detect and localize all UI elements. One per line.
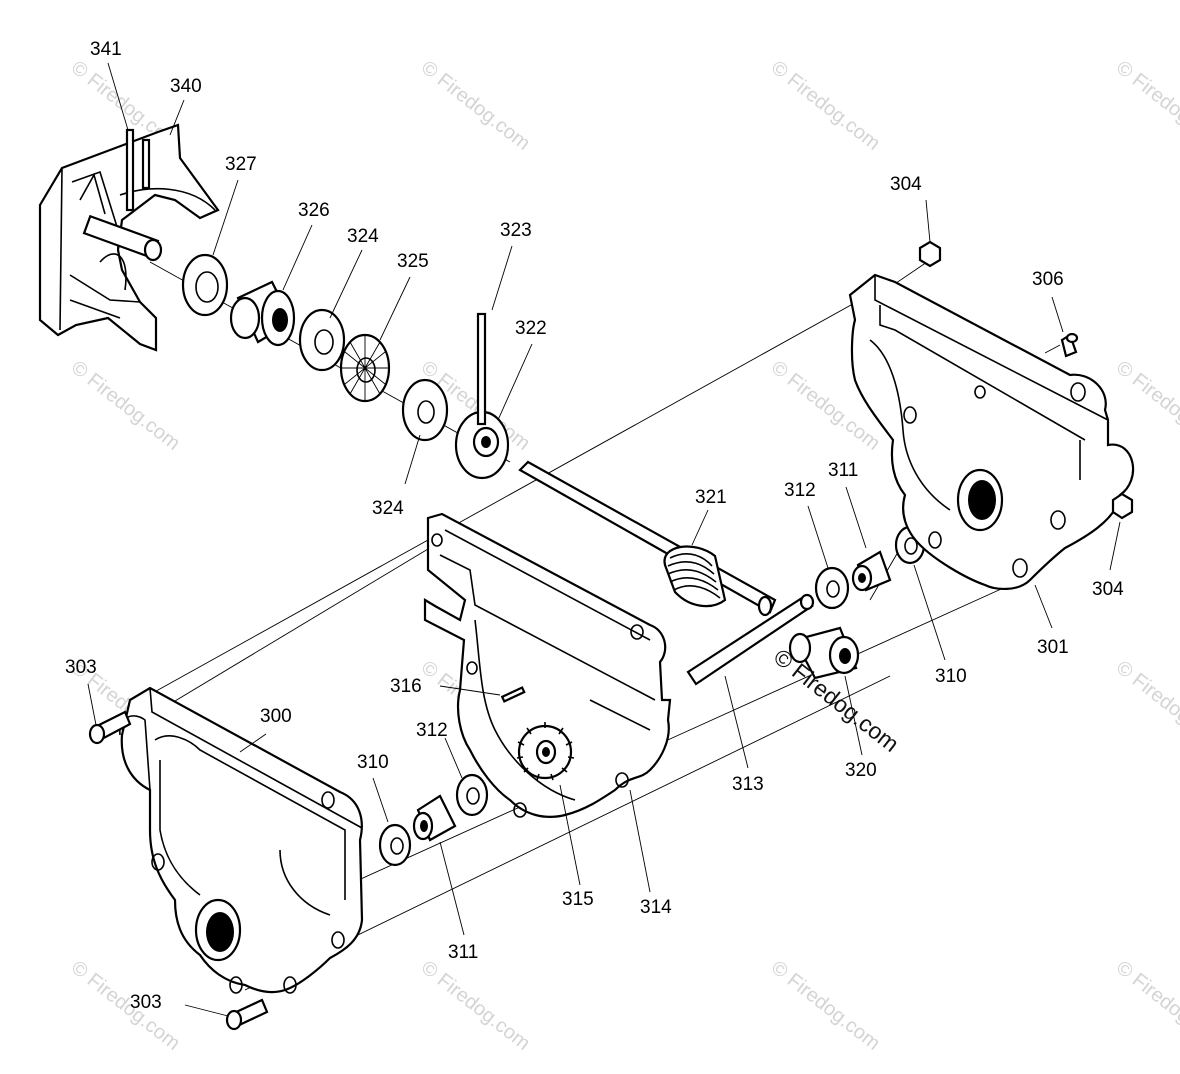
part-label-326: 326 <box>298 200 330 221</box>
watermark: © Firedog.com <box>67 357 184 455</box>
part-label-306: 306 <box>1032 269 1064 290</box>
thrust-bearing-325 <box>339 333 391 403</box>
part-label-310: 310 <box>935 666 967 687</box>
part-label-325: 325 <box>397 251 429 272</box>
worm-shaft-321 <box>518 460 777 617</box>
watermark: © Firedog.com <box>767 957 884 1055</box>
gasket-plate-314 <box>423 512 672 818</box>
part-label-300: 300 <box>260 706 292 727</box>
nut-304a <box>918 240 942 268</box>
key-316 <box>500 686 526 703</box>
part-label-340: 340 <box>170 76 202 97</box>
part-label-314: 314 <box>640 897 672 918</box>
bushing-322 <box>454 410 510 480</box>
part-label-324: 324 <box>372 498 404 519</box>
watermark: © Firedog.com <box>1112 357 1180 455</box>
seal-327 <box>181 253 229 317</box>
part-label-311: 311 <box>448 942 478 963</box>
watermark: © Firedog.com <box>1112 57 1180 155</box>
part-label-313: 313 <box>732 774 764 795</box>
part-label-322: 322 <box>515 318 547 339</box>
washer-312b <box>814 566 850 610</box>
part-label-315: 315 <box>562 889 594 910</box>
gear-case-right-301 <box>848 273 1135 590</box>
bearing-326 <box>229 280 296 347</box>
part-label-310: 310 <box>357 752 389 773</box>
bushing-311a <box>412 794 457 842</box>
part-label-312: 312 <box>416 720 448 741</box>
washer-312a <box>455 773 489 817</box>
watermark: © Firedog.com <box>417 957 534 1055</box>
gear-case-left-300 <box>119 686 364 994</box>
bushing-311b <box>851 550 892 592</box>
washer-324b <box>401 378 449 442</box>
part-label-304: 304 <box>890 174 922 195</box>
pin-323 <box>476 312 487 426</box>
chute-bracket-340 <box>38 123 220 352</box>
bushing-320 <box>788 626 860 680</box>
nut-304b <box>1111 492 1134 520</box>
watermark: © Firedog.com <box>417 57 534 155</box>
watermark: © Firedog.com <box>767 57 884 155</box>
watermark: © Firedog.com <box>1112 657 1180 755</box>
part-label-312: 312 <box>784 480 816 501</box>
part-label-304: 304 <box>1092 579 1124 600</box>
part-label-311: 311 <box>828 460 858 481</box>
part-labels: 341 340 327 326 324 325 323 322 324 321 … <box>65 39 1124 1013</box>
washer-324a <box>298 308 346 372</box>
part-label-321: 321 <box>695 487 727 508</box>
grease-fitting-306 <box>1060 332 1079 358</box>
watermark: © Firedog.com <box>67 957 184 1055</box>
part-label-301: 301 <box>1037 637 1069 658</box>
part-label-303: 303 <box>65 657 97 678</box>
part-label-324: 324 <box>347 226 379 247</box>
leader-lines <box>87 62 1121 1017</box>
bolt-303b <box>225 998 269 1031</box>
part-label-316: 316 <box>390 676 422 697</box>
shaft-313 <box>686 593 815 686</box>
washer-310a <box>378 823 412 867</box>
part-label-320: 320 <box>845 760 877 781</box>
part-label-327: 327 <box>225 154 257 175</box>
part-label-303: 303 <box>130 992 162 1013</box>
gear-315 <box>516 722 575 781</box>
watermark: © Firedog.com <box>1112 957 1180 1055</box>
part-label-323: 323 <box>500 220 532 241</box>
bolt-303a <box>88 710 132 745</box>
part-label-341: 341 <box>90 39 122 60</box>
